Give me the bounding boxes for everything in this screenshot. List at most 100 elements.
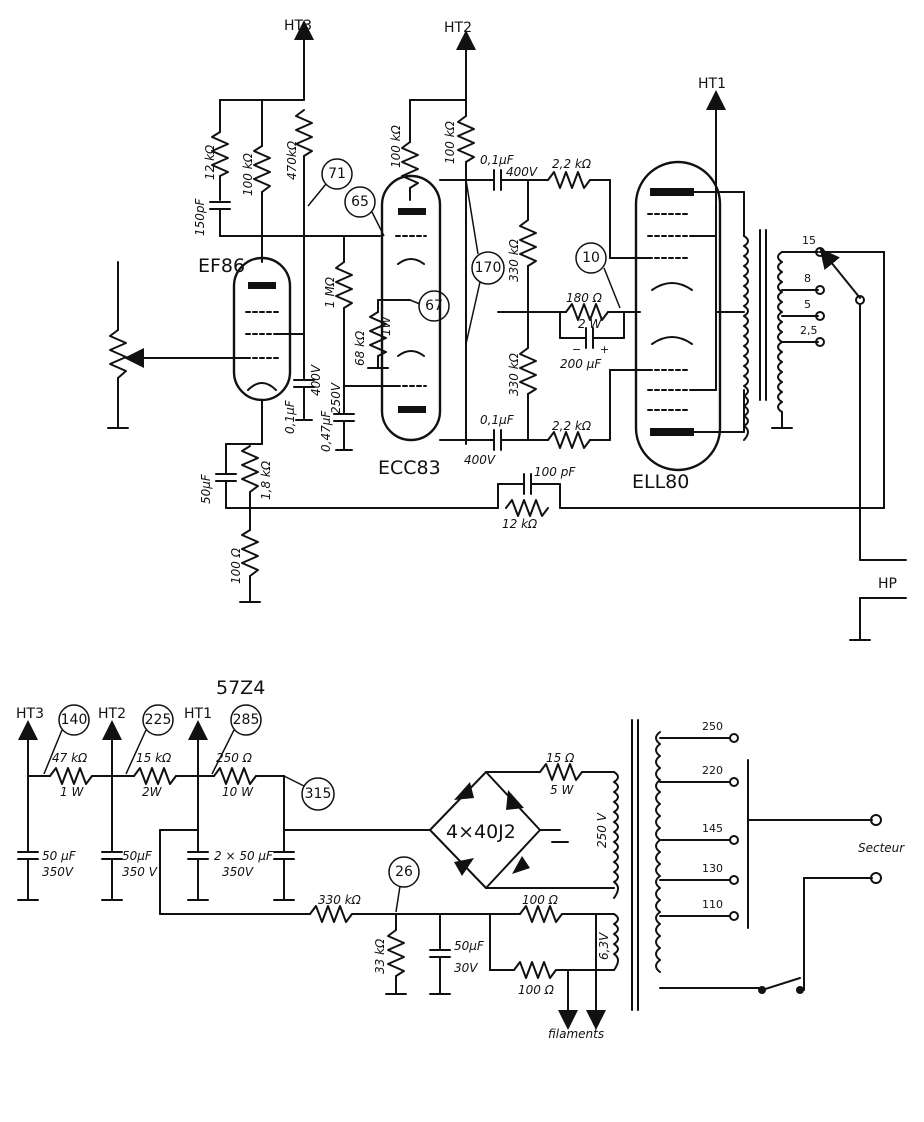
ht1-bottom-label: HT1 bbox=[184, 706, 212, 722]
ht3-bottom-label: HT3 bbox=[16, 706, 44, 722]
label-47k: 47 kΩ bbox=[52, 751, 88, 765]
label-400v-b: 400V bbox=[309, 364, 323, 396]
label-15k: 15 kΩ bbox=[136, 751, 172, 765]
label-047uf: 0,47μF bbox=[319, 410, 333, 452]
tap-15: 15 bbox=[802, 234, 816, 247]
label-330k-a: 330 kΩ bbox=[507, 238, 521, 282]
psu-labels: 47 kΩ 1 W 15 kΩ 2W 250 Ω 10 W 50 μF 350V… bbox=[42, 751, 611, 1041]
label-2-2k-b: 2,2 kΩ bbox=[552, 419, 592, 433]
ecc83-stage: ECC83 bbox=[333, 99, 549, 479]
marker-65: 65 bbox=[351, 194, 369, 210]
label-68k: 68 kΩ bbox=[353, 330, 367, 366]
ht2-top-label: HT2 bbox=[444, 20, 472, 36]
label-100ohm: 100 Ω bbox=[229, 547, 243, 584]
tap-8: 8 bbox=[804, 272, 811, 285]
ef86-label: EF86 bbox=[198, 255, 245, 277]
label-2-2k-a: 2,2 kΩ bbox=[552, 157, 592, 171]
psu-voltage-markers: 140 225 285 315 26 bbox=[43, 704, 420, 913]
label-250v: 250V bbox=[329, 382, 343, 414]
label-150pf: 150pF bbox=[193, 197, 207, 236]
ef86-stage: EF86 bbox=[107, 99, 499, 603]
label-400v-c: 400V bbox=[464, 453, 496, 467]
ht3-top-label: HT3 bbox=[284, 18, 312, 34]
label-100k-c: 100 kΩ bbox=[443, 120, 457, 164]
marker-140: 140 bbox=[61, 712, 88, 728]
label-30v: 30V bbox=[454, 961, 478, 975]
tap-250: 250 bbox=[702, 720, 723, 733]
ht2-rail: HT2 bbox=[409, 20, 476, 101]
svg-text:−: − bbox=[572, 343, 581, 356]
tap-130: 130 bbox=[702, 862, 723, 875]
feedback-network bbox=[497, 473, 561, 517]
ecc83-tube bbox=[380, 174, 442, 442]
label-2w-psu: 2W bbox=[142, 785, 163, 799]
label-50uf: 50μF bbox=[199, 473, 213, 504]
label-12k-fb: 12 kΩ bbox=[502, 517, 538, 531]
label-350v-a: 350V bbox=[42, 865, 74, 879]
label-180: 180 Ω bbox=[566, 291, 603, 305]
output-transformer: 15 8 5 2,5 HP bbox=[559, 229, 907, 641]
secteur-label: Secteur bbox=[858, 841, 905, 855]
label-10w: 10 W bbox=[222, 785, 254, 799]
label-1-8k: 1,8 kΩ bbox=[259, 460, 273, 500]
label-01uf-c: 0,1μF bbox=[480, 413, 515, 427]
power-supply: 57Z4 HT3 HT2 HT1 bbox=[16, 677, 905, 1030]
tap-5: 5 bbox=[804, 298, 811, 311]
marker-170: 170 bbox=[475, 260, 502, 276]
label-50uf-b: 50μF bbox=[122, 849, 153, 863]
marker-285: 285 bbox=[233, 712, 260, 728]
marker-26: 26 bbox=[395, 864, 413, 880]
label-5w: 5 W bbox=[550, 783, 574, 797]
label-330k-psu: 330 kΩ bbox=[318, 893, 362, 907]
label-1w-psu: 1 W bbox=[60, 785, 84, 799]
bridge-label: 4×40J2 bbox=[446, 821, 516, 843]
label-12k: 12 kΩ bbox=[203, 144, 217, 180]
label-470k: 470kΩ bbox=[285, 140, 299, 180]
label-100ohm-a: 100 Ω bbox=[522, 893, 559, 907]
marker-10: 10 bbox=[582, 250, 600, 266]
label-33k: 33 kΩ bbox=[373, 938, 387, 974]
label-15ohm: 15 Ω bbox=[546, 751, 575, 765]
svg-text:+: + bbox=[600, 343, 609, 356]
label-400v-a: 400V bbox=[506, 165, 538, 179]
ht2-bottom-label: HT2 bbox=[98, 706, 126, 722]
label-350v-c: 350V bbox=[222, 865, 254, 879]
tap-220: 220 bbox=[702, 764, 723, 777]
ht1-rail: HT1 bbox=[698, 76, 726, 193]
ell80-label: ELL80 bbox=[632, 471, 689, 493]
tap-110: 110 bbox=[702, 898, 723, 911]
label-1m: 1 MΩ bbox=[323, 276, 337, 308]
label-330k-b: 330 kΩ bbox=[507, 352, 521, 396]
label-01uf-b: 0,1μF bbox=[283, 399, 297, 434]
label-350v-b: 350 V bbox=[122, 865, 158, 879]
label-250v-sec: 250 V bbox=[595, 812, 609, 848]
label-50uf-30v: 50μF bbox=[454, 939, 485, 953]
label-50uf-a: 50 μF bbox=[42, 849, 77, 863]
label-100pf: 100 pF bbox=[534, 465, 576, 479]
marker-71: 71 bbox=[328, 166, 346, 182]
marker-315: 315 bbox=[305, 786, 332, 802]
label-200uf: 200 μF bbox=[560, 357, 602, 371]
ell80-tube bbox=[634, 160, 722, 472]
label-2x50uf: 2 × 50 μF bbox=[214, 849, 274, 863]
label-01uf-a: 0,1μF bbox=[480, 153, 515, 167]
ef86-tube bbox=[232, 256, 292, 402]
ell80-stage: − + ELL80 bbox=[497, 160, 745, 493]
ht3-rail: HT3 bbox=[219, 18, 314, 101]
label-100ohm-b: 100 Ω bbox=[518, 983, 555, 997]
label-250ohm: 250 Ω bbox=[216, 751, 253, 765]
label-6-3v: 6,3V bbox=[597, 932, 611, 960]
tap-145: 145 bbox=[702, 822, 723, 835]
label-100k-a: 100 kΩ bbox=[241, 152, 255, 196]
label-filaments: filaments bbox=[548, 1027, 604, 1041]
label-1w: 1W bbox=[379, 315, 393, 336]
amp-labels: 12 kΩ 150pF 100 kΩ 470kΩ 100 kΩ 100 kΩ 0… bbox=[193, 120, 603, 584]
marker-67: 67 bbox=[425, 298, 443, 314]
label-2w: 2 W bbox=[578, 317, 602, 331]
voltage-markers: 71 65 170 10 67 bbox=[307, 158, 621, 345]
ecc83-label: ECC83 bbox=[378, 457, 441, 479]
ht1-top-label: HT1 bbox=[698, 76, 726, 92]
label-100k-b: 100 kΩ bbox=[389, 124, 403, 168]
rectifier-label: 57Z4 bbox=[216, 677, 265, 699]
